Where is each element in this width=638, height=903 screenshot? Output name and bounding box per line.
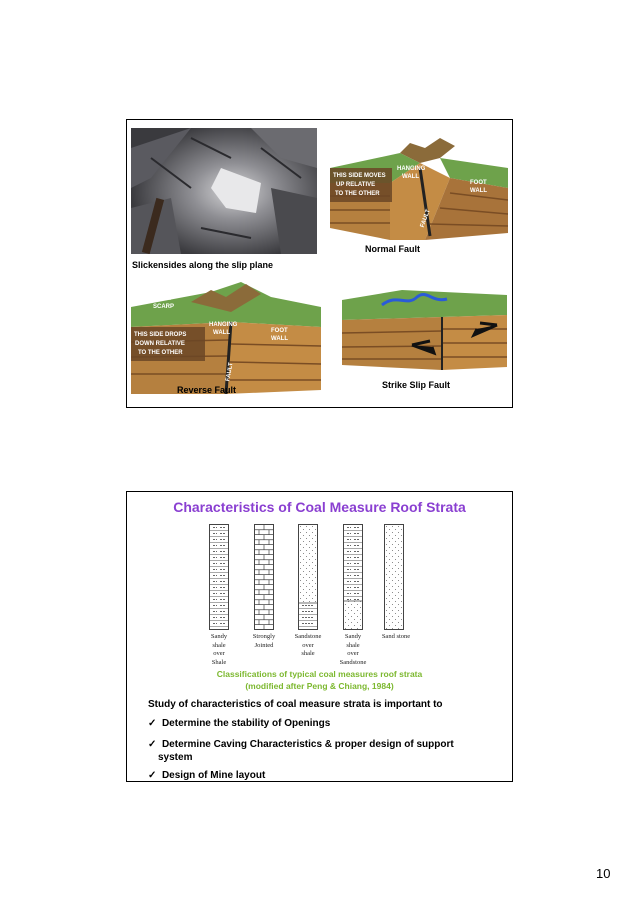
bullet-caving: ✓ Determine Caving Characteristics & pro… [148,738,454,751]
strata-column-strongly-jointed [254,524,274,630]
svg-text:FAULT: FAULT [153,296,172,302]
svg-text:WALL: WALL [470,188,487,194]
figure-caption-line-1: Classifications of typical coal measures… [127,669,512,679]
svg-text:WALL: WALL [402,174,419,180]
bullet-caving-continuation: system [158,751,192,764]
slide-roof-strata: Characteristics of Coal Measure Roof Str… [126,491,513,782]
column-label-5: Sand stone [370,633,422,642]
strata-column-sandstone [384,524,404,630]
caption-slickensides: Slickensides along the slip plane [132,260,273,270]
strata-column-sandy-shale-over-sandstone [343,524,363,630]
svg-text:HANGING: HANGING [397,166,426,172]
svg-text:TO THE OTHER: TO THE OTHER [138,350,183,356]
caption-strike-slip-fault: Strike Slip Fault [382,380,450,390]
svg-text:WALL: WALL [271,336,288,342]
page-number: 10 [596,866,610,881]
check-icon: ✓ [148,739,156,750]
slide-title: Characteristics of Coal Measure Roof Str… [127,499,512,515]
strata-column-sandy-shale-over-shale [209,524,229,630]
svg-text:WALL: WALL [213,330,230,336]
svg-text:HANGING: HANGING [209,322,238,328]
svg-text:TO THE OTHER: TO THE OTHER [335,191,380,197]
caption-reverse-fault: Reverse Fault [177,385,236,395]
strata-column-sandstone-over-shale [298,524,318,630]
reverse-fault-diagram: FAULT SCARP THIS SIDE DROPS DOWN RELATIV… [131,282,321,394]
bullet-stability: ✓ Determine the stability of Openings [148,717,330,730]
study-statement: Study of characteristics of coal measure… [148,699,443,710]
slickensides-photo [131,128,317,254]
figure-caption-line-2: (modified after Peng & Chiang, 1984) [127,681,512,691]
strike-slip-fault-diagram [342,285,507,370]
check-icon: ✓ [148,770,156,781]
svg-text:FOOT: FOOT [470,180,487,186]
svg-text:THIS SIDE DROPS: THIS SIDE DROPS [134,332,186,338]
bullet-mine-layout: ✓ Design of Mine layout [148,769,265,782]
slide-faults: Slickensides along the slip plane THIS S… [126,119,513,408]
check-icon: ✓ [148,718,156,729]
svg-text:SCARP: SCARP [153,304,174,310]
svg-text:THIS SIDE MOVES: THIS SIDE MOVES [333,173,386,179]
svg-text:DOWN RELATIVE: DOWN RELATIVE [135,341,185,347]
caption-normal-fault: Normal Fault [365,244,420,254]
normal-fault-diagram: THIS SIDE MOVES UP RELATIVE TO THE OTHER… [330,128,508,240]
svg-text:FOOT: FOOT [271,328,288,334]
svg-text:UP RELATIVE: UP RELATIVE [336,182,375,188]
